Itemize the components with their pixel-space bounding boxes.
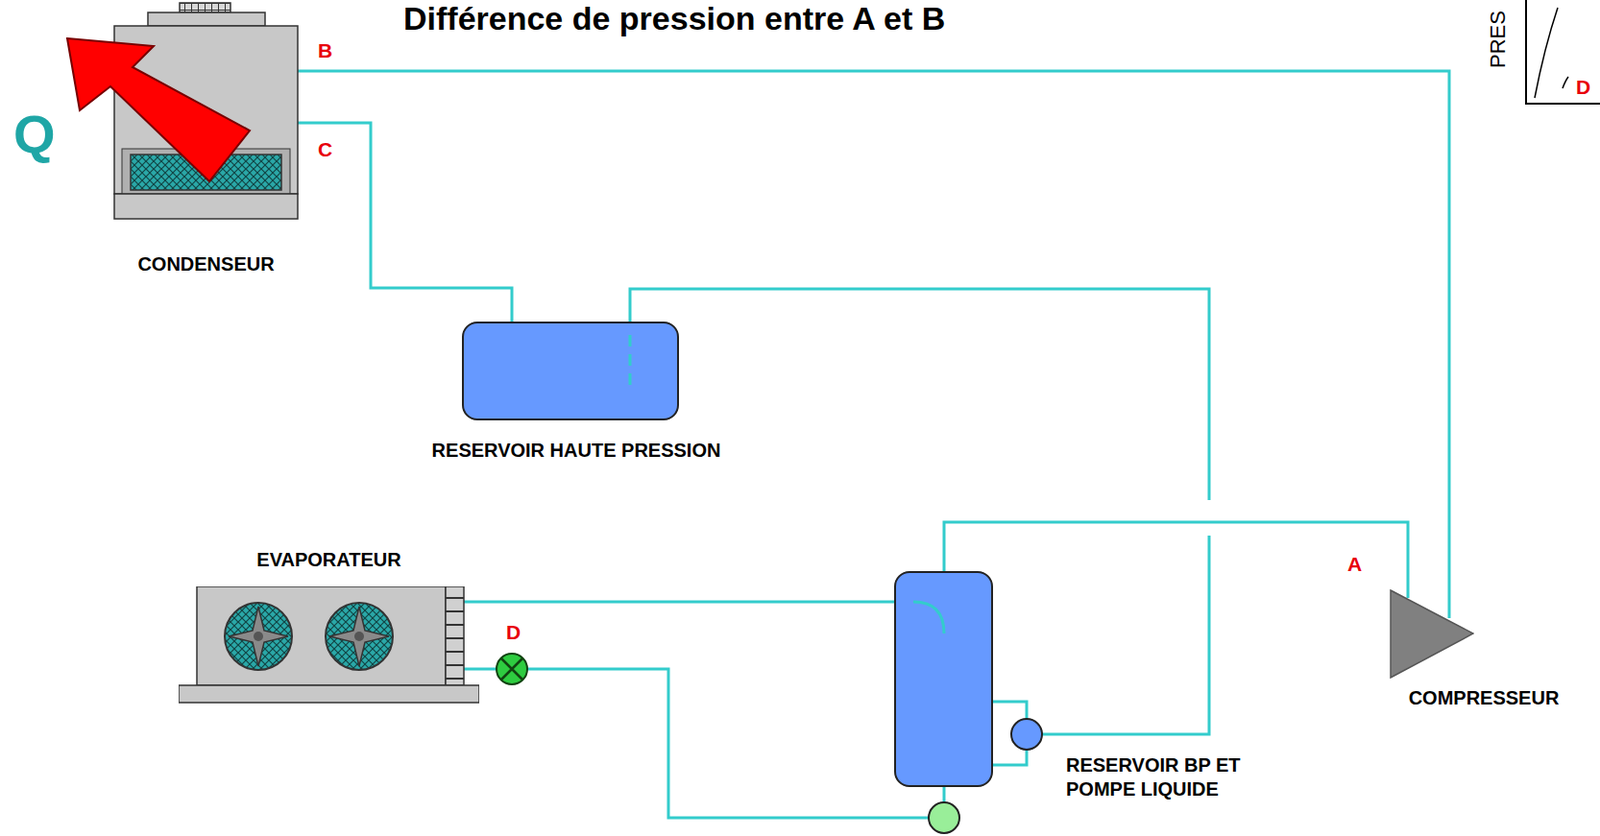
pressure-graph — [1526, 0, 1600, 104]
point-label: A — [1347, 554, 1362, 575]
evaporator-drawing — [178, 586, 480, 704]
equipment-label: COMPRESSEUR — [1382, 686, 1585, 711]
equipment-shape — [114, 10, 298, 219]
dip-tube — [461, 321, 679, 421]
point-label: C — [317, 139, 333, 160]
equipment: EVAPORATEUR — [178, 542, 480, 704]
equipment-label: RESERVOIR HAUTE PRESSION — [412, 438, 740, 463]
return-hook — [894, 571, 994, 788]
condenser-drawing — [114, 10, 298, 219]
pipe — [297, 71, 1450, 619]
equipment-label: CONDENSEUR — [75, 252, 337, 277]
pipe — [944, 522, 1408, 599]
expansion-valve — [496, 654, 528, 685]
equipment: RESERVOIR HAUTE PRESSION — [412, 321, 740, 466]
equipment: CONDENSEUR — [114, 10, 298, 290]
axis-label: PRES — [1487, 10, 1509, 69]
tank — [461, 321, 679, 421]
equipment: RESERVOIR BP ET POMPE LIQUIDE — [894, 571, 994, 788]
tank — [894, 571, 994, 788]
pipe — [463, 669, 929, 819]
point-label: B — [317, 40, 333, 61]
equipment-shape — [1389, 589, 1475, 679]
point-label: D — [506, 622, 521, 643]
equipment: COMPRESSEUR — [1382, 589, 1585, 725]
equipment-label: EVAPORATEUR — [178, 548, 480, 573]
side-pump — [993, 702, 1043, 766]
heat-label: Q — [13, 107, 56, 162]
equipment-shape — [178, 586, 480, 704]
diagram-title: Différence de pression entre A et B — [403, 0, 946, 38]
liquid-pump — [928, 787, 960, 834]
pipe — [297, 122, 512, 322]
pipe — [463, 601, 895, 605]
heat-arrow — [67, 38, 250, 182]
point-label: D — [1575, 76, 1591, 97]
equipment-label: RESERVOIR BP ET POMPE LIQUIDE — [1066, 753, 1273, 802]
compressor-symbol — [1389, 589, 1475, 679]
